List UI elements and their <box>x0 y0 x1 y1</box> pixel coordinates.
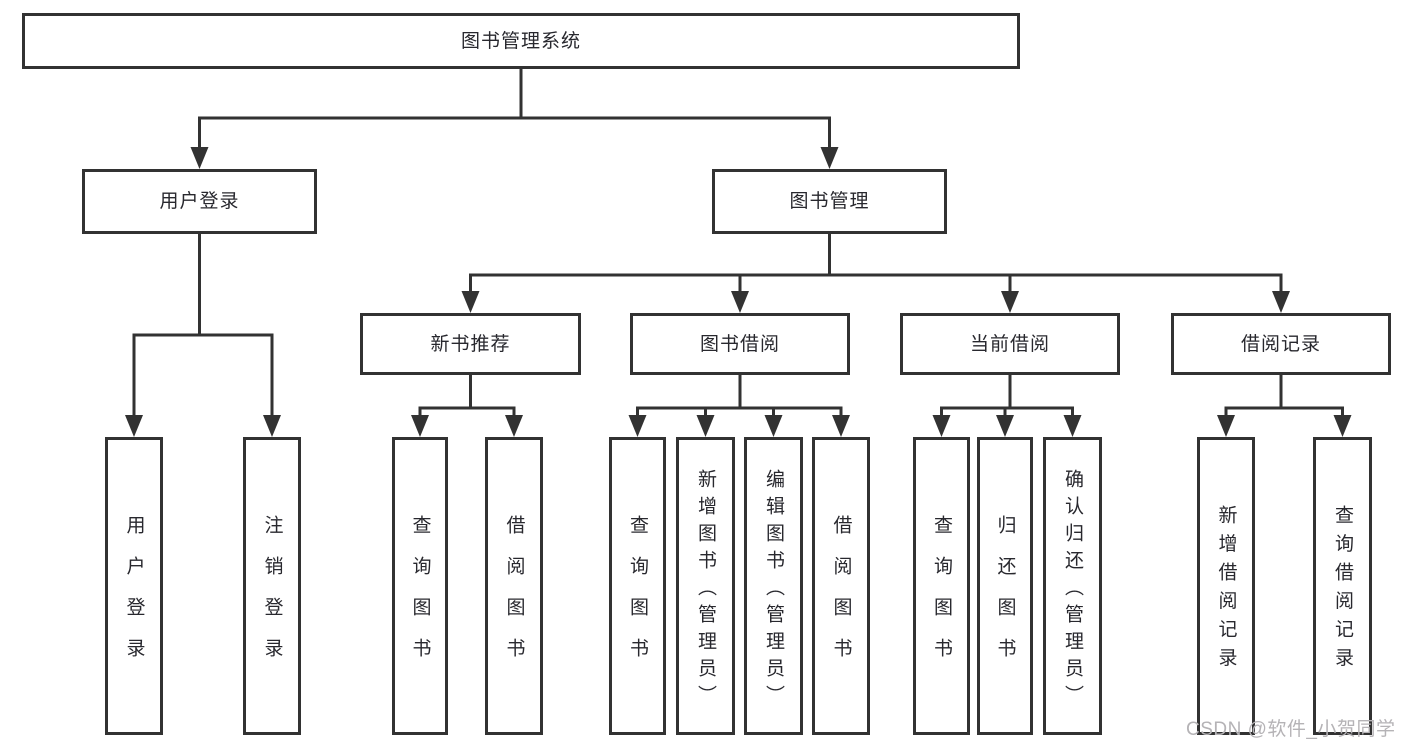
leaf-borrow-add-books-admin: 新增图书（管理员） <box>676 437 735 735</box>
leaf-newbook-query-books: 查询图书 <box>392 437 448 735</box>
leaf-user-login: 用户登录 <box>105 437 163 735</box>
leaf-current-query-books: 查询图书 <box>913 437 970 735</box>
leaf-borrow-query-books: 查询图书 <box>609 437 666 735</box>
connector-borrow-records <box>1217 375 1352 437</box>
leaf-current-return-books: 归还图书 <box>977 437 1033 735</box>
node-book-mgmt: 图书管理 <box>712 169 947 234</box>
node-new-book-recommend: 新书推荐 <box>360 313 581 375</box>
leaf-records-query-record: 查询借阅记录 <box>1313 437 1372 735</box>
node-user-login: 用户登录 <box>82 169 317 234</box>
leaf-records-add-record: 新增借阅记录 <box>1197 437 1255 735</box>
connector-root-to-level2 <box>190 68 839 169</box>
connector-book-borrow <box>628 375 850 437</box>
connector-new-book <box>411 375 523 437</box>
node-root: 图书管理系统 <box>22 13 1020 69</box>
node-book-borrow: 图书借阅 <box>630 313 850 375</box>
connector-user-login <box>125 234 281 437</box>
leaf-logout: 注销登录 <box>243 437 301 735</box>
node-borrow-records: 借阅记录 <box>1171 313 1391 375</box>
leaf-current-confirm-return-admin: 确认归还（管理员） <box>1043 437 1102 735</box>
connector-book-mgmt <box>461 234 1290 313</box>
csdn-watermark: CSDN @软件_小贺同学 <box>1186 719 1396 740</box>
leaf-newbook-borrow-books: 借阅图书 <box>485 437 543 735</box>
node-current-borrow: 当前借阅 <box>900 313 1120 375</box>
leaf-borrow-edit-books-admin: 编辑图书（管理员） <box>744 437 803 735</box>
connector-current-borrow <box>932 375 1082 437</box>
leaf-borrow-borrow-books: 借阅图书 <box>812 437 870 735</box>
